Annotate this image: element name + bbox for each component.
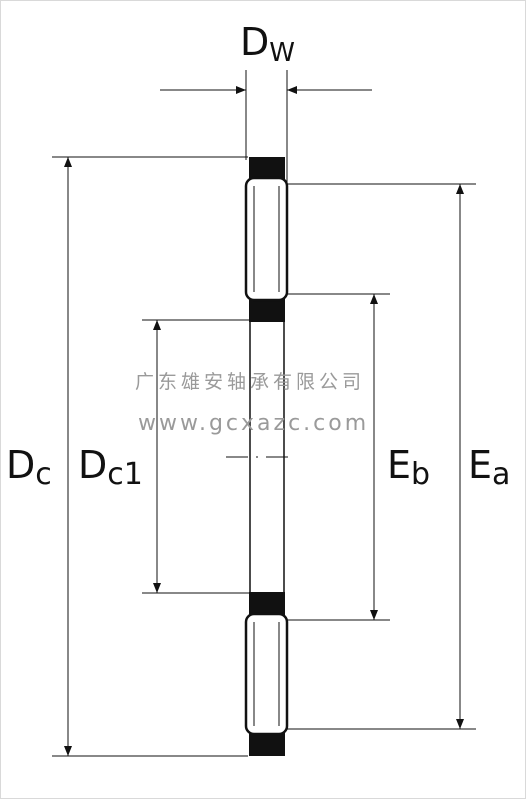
cage-top-lower	[249, 298, 285, 322]
label-eb: Eb	[387, 443, 430, 492]
cage-top-upper	[249, 157, 285, 180]
dimension-lines	[64, 157, 464, 756]
bearing-section	[226, 157, 306, 756]
label-dw: DW	[240, 20, 295, 68]
extension-lines	[52, 70, 476, 757]
watermark-company: 广东雄安轴承有限公司	[135, 371, 365, 393]
watermark: 广东雄安轴承有限公司 www.gcxazc.com	[135, 371, 369, 436]
roller-bottom	[244, 612, 289, 736]
label-ea: Ea	[468, 443, 510, 492]
roller-top	[244, 176, 289, 302]
label-dc1: Dc1	[78, 443, 143, 492]
cage-bottom-lower	[249, 732, 285, 756]
dimension-labels: DW Dc Dc1 Eb Ea	[6, 20, 510, 492]
watermark-url: www.gcxazc.com	[138, 411, 369, 436]
label-dc: Dc	[6, 443, 52, 492]
cage-bottom-upper	[249, 592, 285, 616]
